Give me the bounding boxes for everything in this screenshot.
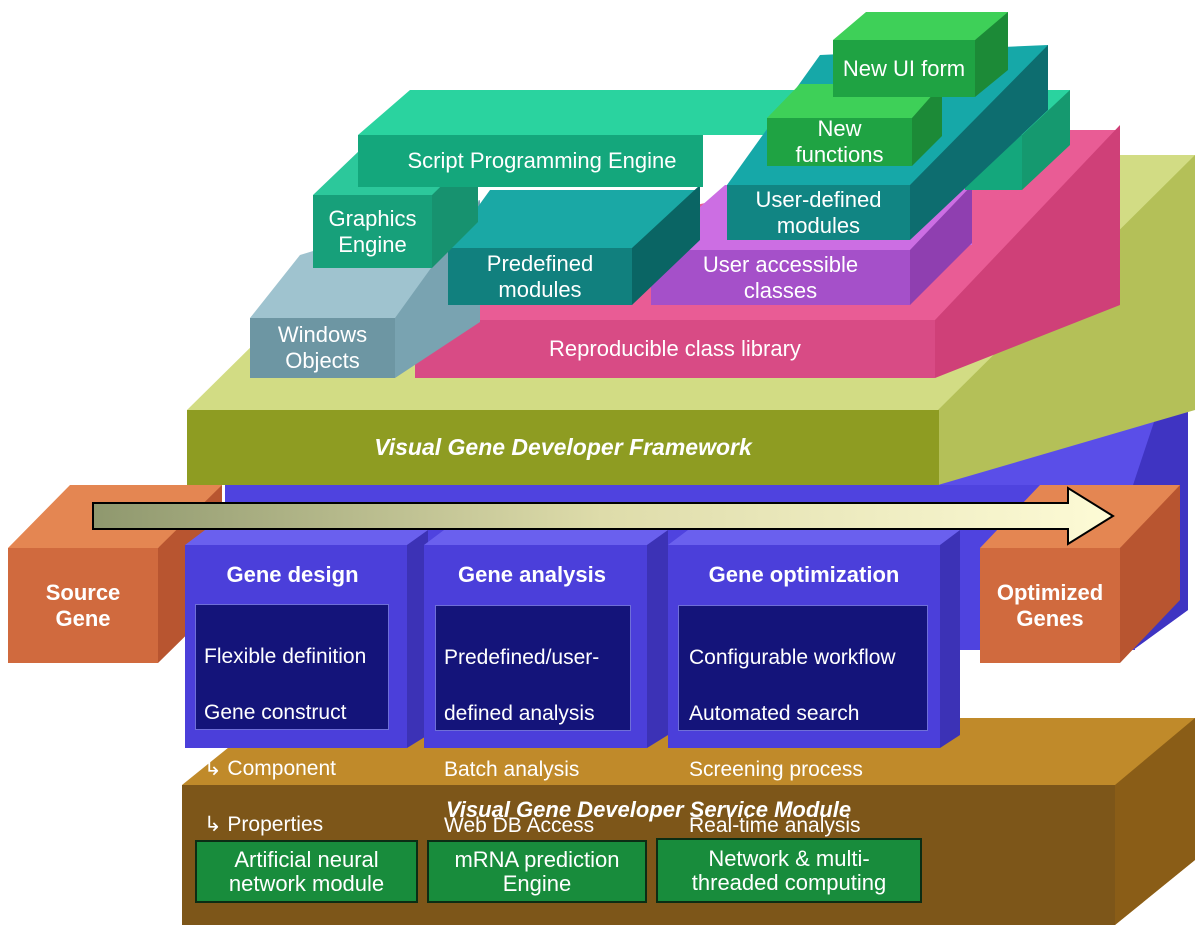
gene-design-title: Gene design: [226, 562, 359, 588]
gene-optimization-title: Gene optimization: [708, 562, 900, 588]
gene-design-line: Gene construct: [204, 701, 347, 724]
optimized-genes-label: Optimized Genes: [996, 579, 1104, 631]
windows-objects-label: Windows Objects: [277, 322, 368, 373]
gene-analysis-title: Gene analysis: [458, 562, 606, 588]
gene-optimization-line: Automated search: [689, 702, 860, 725]
gene-design-panel: Flexible definition Gene construct ↳ Com…: [195, 604, 389, 836]
predefined-modules-block: [448, 185, 700, 305]
new-ui-form-label: New UI form: [842, 55, 966, 81]
gene-design-line: ↳ Properties: [204, 813, 324, 836]
framework-title: Visual Gene Developer Framework: [374, 434, 752, 461]
class-library-label: Reproducible class library: [549, 336, 801, 362]
user-defined-modules-label: User-defined modules: [755, 186, 882, 238]
service-module-title: Visual Gene Developer Service Module: [445, 797, 852, 823]
service-module-ann: Artificial neural network module: [195, 840, 418, 903]
gene-optimization-panel: Configurable workflow Automated search S…: [678, 605, 928, 837]
gene-analysis-panel: Predefined/user- defined analysis Batch …: [435, 605, 631, 837]
gene-design-line: Flexible definition: [204, 645, 367, 668]
new-functions-label: New functions: [795, 116, 884, 167]
source-gene-label: Source Gene: [45, 579, 121, 631]
gene-analysis-line: Web DB Access: [444, 814, 595, 837]
gene-analysis-line: defined analysis: [444, 702, 595, 725]
gene-optimization-line: Real-time analysis: [689, 814, 861, 837]
predefined-modules-label: Predefined modules: [486, 250, 594, 302]
service-module-mrna: mRNA prediction Engine: [427, 840, 647, 903]
gene-analysis-line: Predefined/user-: [444, 646, 600, 669]
gene-optimization-line: Screening process: [689, 758, 863, 781]
optimized-genes-block: [980, 485, 1180, 663]
new-ui-form-block: [833, 12, 1008, 97]
flow-arrow: [92, 486, 1115, 546]
gene-optimization-line: Configurable workflow: [689, 646, 896, 669]
service-module-network: Network & multi- threaded computing: [656, 838, 922, 903]
gene-analysis-line: Batch analysis: [444, 758, 580, 781]
gene-design-line: ↳ Component: [204, 757, 336, 780]
graphics-engine-label: Graphics Engine: [328, 205, 417, 257]
user-accessible-classes-label: User accessible classes: [702, 251, 859, 303]
script-engine-label: Script Programming Engine: [407, 148, 677, 174]
